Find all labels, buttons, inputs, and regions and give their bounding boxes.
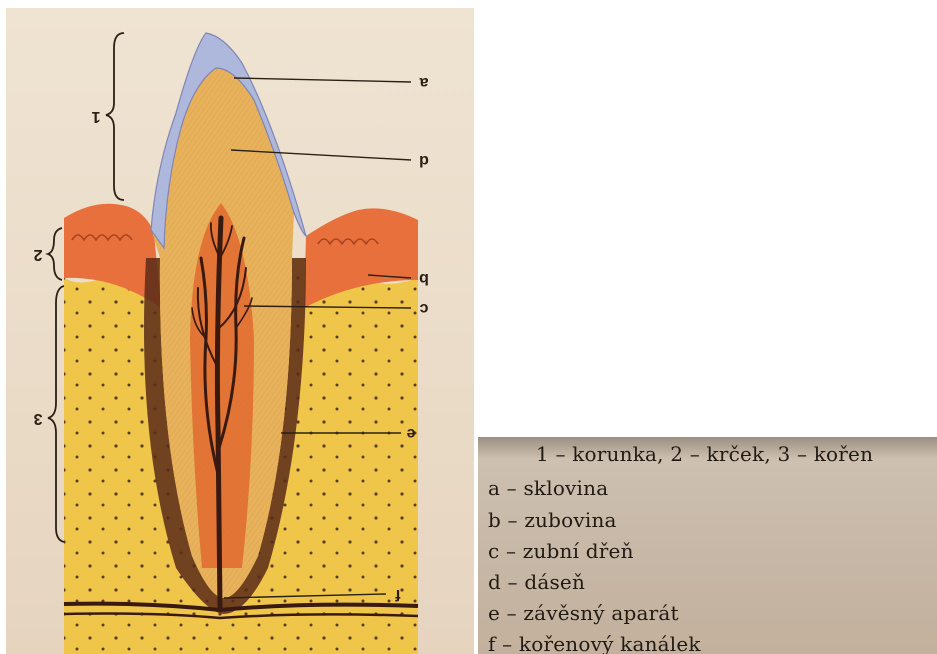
legend-item-root-canal: f – kořenový kanálek [488, 632, 701, 654]
label-b: b [419, 270, 429, 287]
label-d: d [419, 152, 429, 169]
label-root: 3 [33, 410, 42, 427]
label-neck: 2 [33, 246, 42, 263]
legend-item-gum: d – dáseň [488, 570, 585, 594]
label-e: e [406, 425, 415, 442]
legend-item-dentin: b – zubovina [488, 508, 617, 532]
label-f: f [395, 586, 401, 603]
tooth-diagram: a d b c e f 1 2 3 [6, 8, 474, 654]
legend-item-pulp: c – zubní dřeň [488, 539, 634, 563]
label-c: c [419, 300, 428, 317]
legend-item-ligament: e – závěsný aparát [488, 601, 679, 625]
label-crown: 1 [91, 108, 100, 125]
legend-heading: 1 – korunka, 2 – krček, 3 – kořen [536, 442, 873, 466]
legend-panel: 1 – korunka, 2 – krček, 3 – kořen a – sk… [478, 437, 937, 654]
legend-item-enamel: a – sklovina [488, 476, 608, 500]
label-a: a [419, 74, 428, 91]
tooth-cross-section: a d b c e f 1 2 3 [6, 8, 474, 654]
